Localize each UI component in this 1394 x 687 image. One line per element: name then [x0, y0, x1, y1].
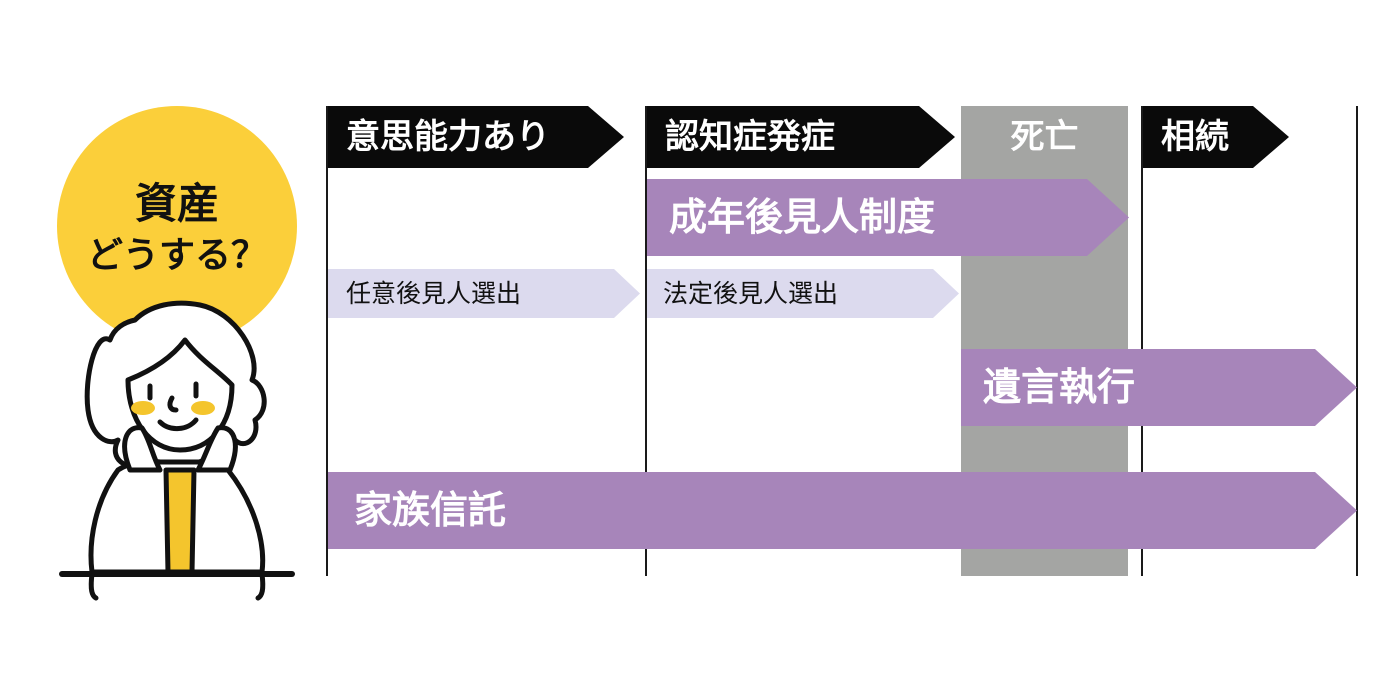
- right-cheek: [191, 401, 215, 415]
- family-trust-label: 家族信託: [354, 488, 507, 532]
- badge-title: 資産: [82, 170, 272, 231]
- legal-guardian-label: 法定後見人選出: [663, 279, 839, 308]
- badge-line2: どうする？: [86, 235, 267, 276]
- badge-line1: 資産: [134, 179, 219, 228]
- divider-inheritance: [1141, 106, 1143, 576]
- phase-death: 死亡: [961, 106, 1128, 168]
- phase-capacity: 意思能力あり: [328, 106, 624, 168]
- phase-capacity-label: 意思能力あり: [346, 117, 550, 157]
- phase-inheritance-label: 相続: [1161, 117, 1229, 157]
- divider-end: [1356, 106, 1358, 576]
- will-execution-bar: 遺言執行: [961, 349, 1357, 426]
- divider-start: [326, 106, 328, 576]
- phase-inheritance: 相続: [1143, 106, 1289, 168]
- will-execution-label: 遺言執行: [983, 365, 1136, 409]
- badge-subtitle: どうする？: [72, 226, 282, 278]
- thinking-elderly-person-icon: [59, 300, 295, 601]
- voluntary-guardian-label: 任意後見人選出: [346, 279, 522, 308]
- family-trust-bar: 家族信託: [328, 472, 1357, 549]
- left-cheek: [131, 401, 155, 415]
- badge-circle: [57, 106, 297, 346]
- legal-guardian-bar: 法定後見人選出: [647, 269, 959, 318]
- phase-dementia: 認知症発症: [647, 106, 955, 168]
- guardianship-bar: 成年後見人制度: [647, 179, 1129, 256]
- voluntary-guardian-bar: 任意後見人選出: [328, 269, 640, 318]
- phase-dementia-label: 認知症発症: [665, 117, 835, 157]
- guardianship-label: 成年後見人制度: [669, 195, 936, 239]
- phase-death-label: 死亡: [1010, 117, 1079, 157]
- divider-dementia: [645, 106, 647, 576]
- character-illustration: [57, 106, 297, 601]
